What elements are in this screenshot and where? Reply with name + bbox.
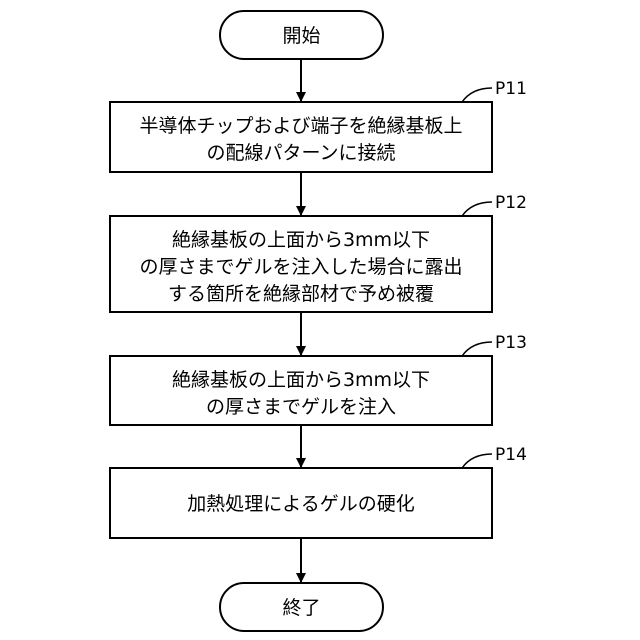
p12-line-1: 絶縁基板の上面から3mm以下 bbox=[172, 229, 430, 251]
p11-leader-line bbox=[462, 88, 492, 102]
p13-line-2: の厚さまでゲルを注入 bbox=[206, 396, 396, 418]
p14-leader-line bbox=[462, 454, 492, 468]
p14-line-1: 加熱処理によるゲルの硬化 bbox=[187, 493, 414, 515]
end-terminal: 終了 bbox=[220, 583, 383, 631]
p12-leader-line bbox=[462, 202, 492, 216]
p13-leader-line bbox=[462, 342, 492, 356]
p11-line-1: 半導体チップおよび端子を絶縁基板上 bbox=[139, 115, 462, 137]
process-box-p14: 加熱処理によるゲルの硬化 P14 bbox=[110, 445, 527, 538]
p12-line-2: の厚さまでゲルを注入した場合に露出 bbox=[139, 256, 462, 278]
start-label: 開始 bbox=[282, 25, 320, 47]
process-box-p11: 半導体チップおよび端子を絶縁基板上 の配線パターンに接続 P11 bbox=[110, 79, 527, 172]
process-box-p12: 絶縁基板の上面から3mm以下 の厚さまでゲルを注入した場合に露出 する箇所を絶縁… bbox=[110, 193, 527, 312]
p14-step-label: P14 bbox=[495, 445, 527, 465]
p12-line-3: する箇所を絶縁部材で予め被覆 bbox=[168, 283, 434, 305]
start-terminal: 開始 bbox=[220, 11, 383, 59]
end-label: 終了 bbox=[282, 597, 320, 619]
p12-step-label: P12 bbox=[495, 193, 527, 213]
process-box-p13: 絶縁基板の上面から3mm以下 の厚さまでゲルを注入 P13 bbox=[110, 333, 527, 425]
p11-step-label: P11 bbox=[495, 79, 527, 99]
p11-line-2: の配線パターンに接続 bbox=[206, 142, 395, 164]
p13-step-label: P13 bbox=[495, 333, 527, 353]
p13-line-1: 絶縁基板の上面から3mm以下 bbox=[172, 369, 430, 391]
